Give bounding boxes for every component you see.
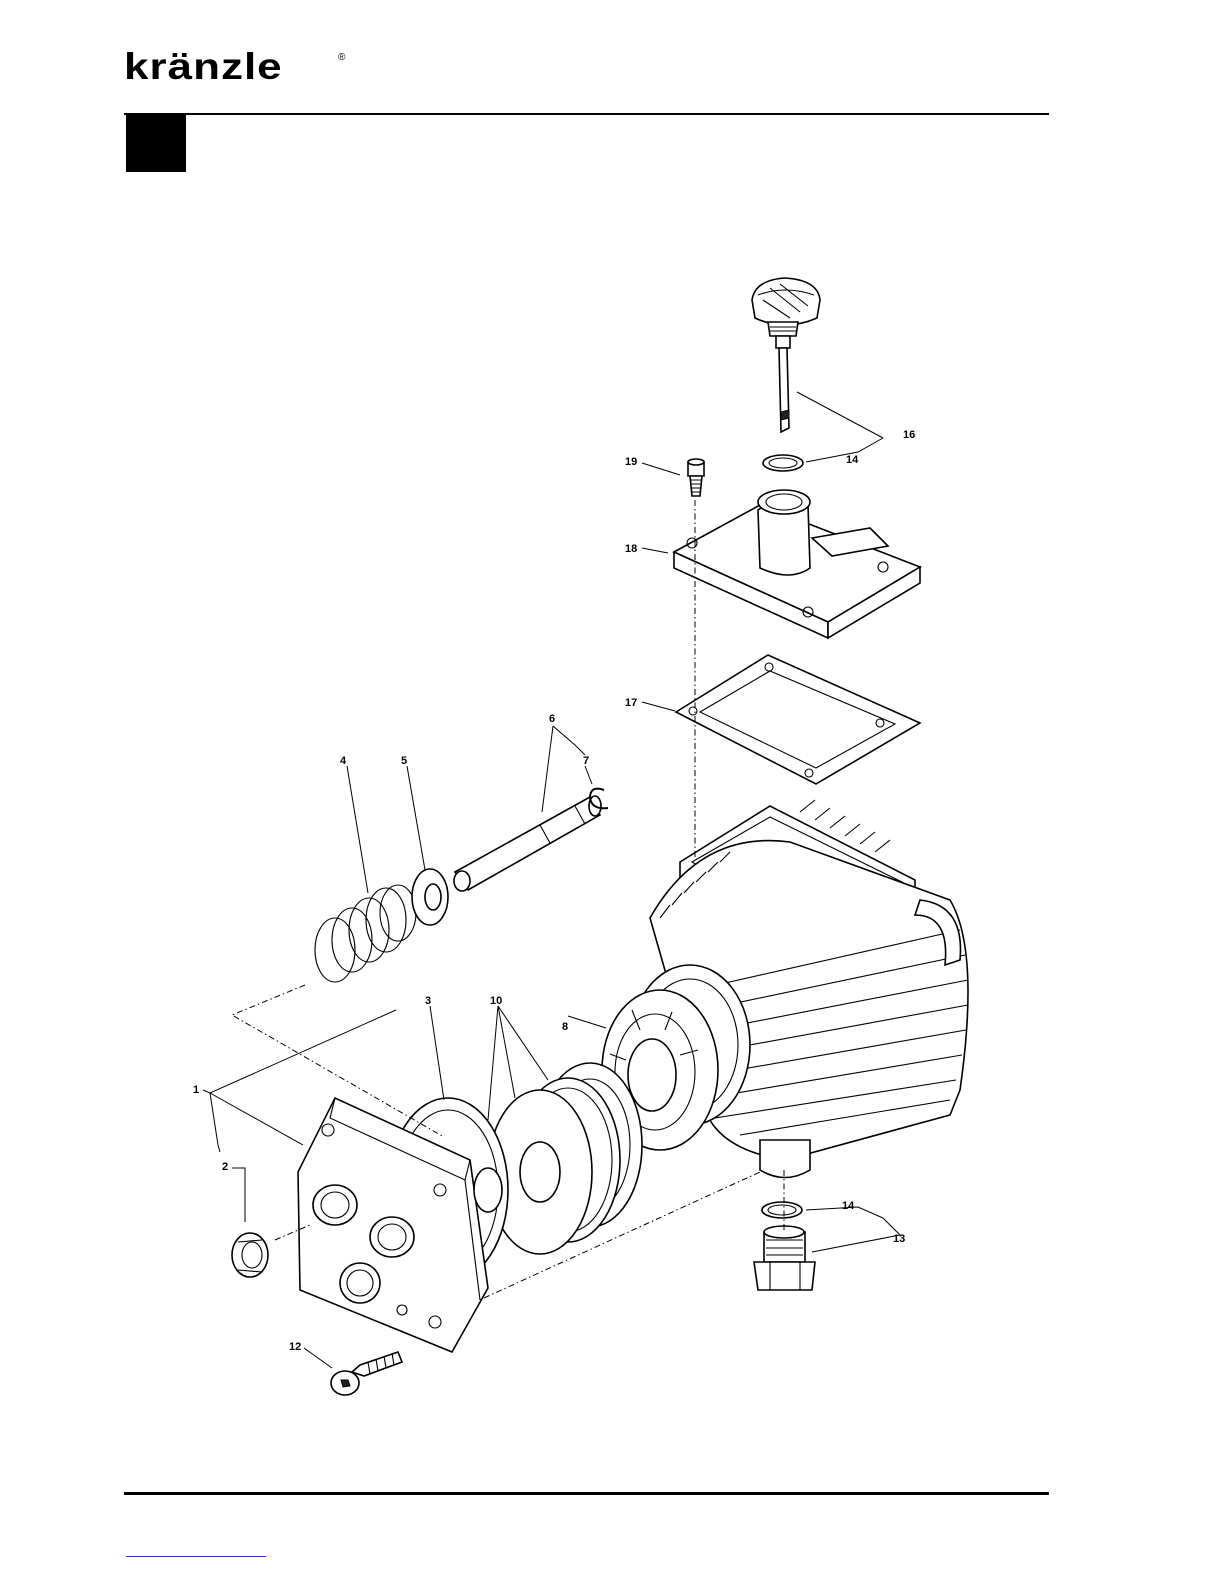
part-14-oring-bottom	[762, 1202, 802, 1218]
label-10: 10	[490, 995, 502, 1007]
part-19-screw	[688, 459, 704, 496]
part-16-oil-dipstick	[752, 278, 820, 432]
label-2: 2	[222, 1161, 228, 1173]
part-10-thrust-bearing	[488, 1063, 642, 1254]
label-5: 5	[401, 755, 407, 767]
label-6: 6	[549, 713, 555, 725]
part-14-oring-top	[763, 455, 803, 471]
label-14-bottom: 14	[842, 1200, 855, 1212]
label-3: 3	[425, 995, 431, 1007]
label-14-top: 14	[846, 454, 859, 466]
part-4-spring	[315, 885, 416, 982]
part-13-drain-plug	[754, 1226, 815, 1290]
label-7: 7	[583, 755, 589, 767]
part-2-seal	[232, 1233, 268, 1277]
label-1: 1	[193, 1084, 199, 1096]
label-4: 4	[340, 755, 347, 767]
part-17-gasket	[676, 655, 920, 784]
part-12-cap-screw	[331, 1352, 402, 1395]
label-12: 12	[289, 1341, 301, 1353]
part-5-washer	[412, 869, 448, 925]
footer-link-underline[interactable]	[126, 1556, 266, 1557]
label-19: 19	[625, 456, 637, 468]
label-16: 16	[903, 429, 915, 441]
label-18: 18	[625, 543, 637, 555]
label-17: 17	[625, 697, 637, 709]
label-8: 8	[562, 1021, 568, 1033]
part-18-cover	[674, 490, 920, 638]
label-13: 13	[893, 1233, 905, 1245]
footer-rule	[124, 1492, 1049, 1495]
part-6-piston	[454, 796, 601, 891]
